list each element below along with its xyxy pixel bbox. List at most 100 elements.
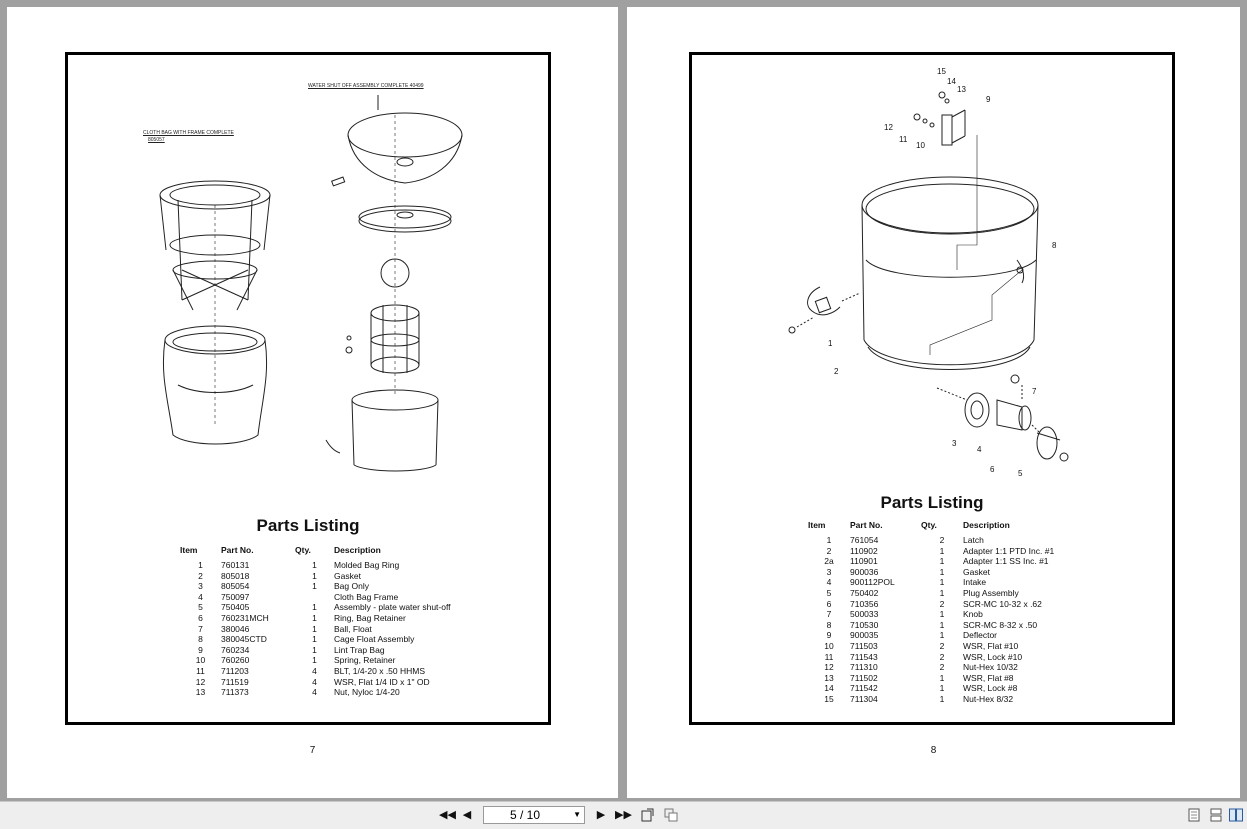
cell-description: Nut, Nyloc 1/4-20	[334, 687, 400, 698]
cell-qty: 1	[312, 623, 317, 634]
single-page-view-icon[interactable]	[1187, 808, 1201, 822]
cell-description: SCR-MC 10-32 x .62	[963, 598, 1042, 609]
cell-item: 4	[826, 577, 832, 588]
cell-description: Plug Assembly	[963, 587, 1019, 598]
cloth-bag-caption: CLOTH BAG WITH FRAME COMPLETE	[143, 130, 234, 136]
col-description-header: Description	[334, 545, 381, 555]
col-item-header: Item	[808, 520, 826, 530]
cell-part-no: 711310	[850, 662, 878, 673]
cell-item: 7	[198, 623, 203, 634]
cell-qty: 2	[939, 535, 945, 545]
cell-description: Assembly - plate water shut-off	[334, 602, 451, 613]
cell-qty: 2	[939, 640, 945, 651]
cell-part-no: 805054	[221, 581, 250, 592]
water-shutoff-caption: WATER SHUT OFF ASSEMBLY COMPLETE 40499	[308, 83, 424, 89]
cloth-bag-part-number: 805057	[148, 137, 165, 143]
thumbnails-icon[interactable]	[664, 808, 678, 822]
cell-description: Intake	[963, 577, 987, 588]
cell-qty: 1	[939, 630, 945, 641]
cell-item: 3	[826, 566, 832, 577]
cell-part-no: 900036	[850, 566, 879, 577]
cell-qty: 4	[312, 687, 317, 698]
cell-item: 10	[195, 655, 206, 666]
cell-qty: 1	[312, 602, 317, 613]
cell-part-no: 760234	[221, 644, 250, 655]
cell-qty: 4	[312, 676, 317, 687]
cell-part-no: 760231MCH	[221, 612, 269, 623]
cell-qty: 2	[939, 662, 945, 673]
first-page-icon[interactable]: ◀◀	[439, 809, 456, 821]
cell-qty: 1	[939, 566, 945, 577]
cell-qty: 1	[939, 683, 945, 694]
cell-description: WSR, Lock #10	[963, 651, 1023, 662]
cell-item: 4	[198, 591, 203, 602]
drum-assembly-diagram	[788, 91, 1069, 462]
cell-item: 8	[198, 634, 203, 645]
cell-description: Latch	[963, 535, 984, 545]
callout-7: 7	[1032, 387, 1037, 396]
cell-item: 6	[198, 612, 203, 623]
parts-listing-title: Parts Listing	[256, 516, 360, 535]
cell-description: Lint Trap Bag	[334, 644, 385, 655]
callout-9: 9	[986, 95, 991, 104]
cell-item: 2	[826, 545, 832, 556]
cell-item: 12	[824, 662, 834, 673]
cell-item: 5	[826, 587, 832, 598]
cell-description: BLT, 1/4-20 x .50 HHMS	[334, 665, 426, 676]
cell-description: WSR, Flat 1/4 ID x 1" OD	[334, 676, 430, 687]
two-page-view-icon[interactable]	[1229, 808, 1243, 822]
table-header-row: Item Part No. Qty. Description	[180, 545, 451, 560]
cell-part-no: 711304	[850, 693, 878, 704]
chevron-down-icon[interactable]: ▼	[573, 810, 581, 819]
next-page-icon[interactable]: ▶	[596, 809, 606, 821]
cell-item: 6	[826, 598, 832, 609]
cell-description: Nut-Hex 8/32	[963, 693, 1014, 704]
cell-part-no: 710356	[850, 598, 879, 609]
cell-item: 11	[824, 651, 834, 662]
cell-part-no: 760260	[221, 655, 250, 666]
cell-part-no: 711373	[221, 687, 249, 698]
cell-part-no: 900112POL	[850, 577, 895, 588]
cell-item: 15	[824, 693, 834, 704]
cell-qty: 1	[939, 587, 945, 598]
cell-qty: 1	[312, 581, 317, 592]
cell-part-no: 761054	[850, 535, 879, 545]
cell-item: 3	[198, 581, 203, 592]
cell-item: 11	[196, 665, 205, 676]
cell-item: 13	[824, 672, 834, 683]
cell-description: Nut-Hex 10/32	[963, 662, 1018, 673]
prev-page-icon[interactable]: ◀	[462, 809, 472, 821]
rotate-icon[interactable]	[641, 808, 655, 822]
callout-8: 8	[1052, 241, 1057, 250]
page-selector[interactable]: 5 / 10 ▼	[483, 806, 585, 824]
cell-part-no: 760131	[221, 560, 250, 570]
last-page-icon[interactable]: ▶▶	[615, 809, 632, 821]
cell-description: Spring, Retainer	[334, 655, 396, 666]
col-item-header: Item	[180, 545, 198, 555]
cell-description: Ball, Float	[334, 623, 372, 634]
cell-qty: 1	[312, 560, 317, 570]
cell-qty: 1	[312, 634, 317, 645]
cell-item: 8	[826, 619, 832, 630]
cell-description: Adapter 1:1 PTD Inc. #1	[963, 545, 1055, 556]
continuous-view-icon[interactable]	[1209, 808, 1223, 822]
cell-part-no: 750405	[221, 602, 250, 613]
callout-15: 15	[937, 67, 946, 76]
cell-qty: 1	[939, 672, 945, 683]
cell-item: 7	[826, 609, 832, 620]
cell-description: WSR, Flat #10	[963, 640, 1019, 651]
